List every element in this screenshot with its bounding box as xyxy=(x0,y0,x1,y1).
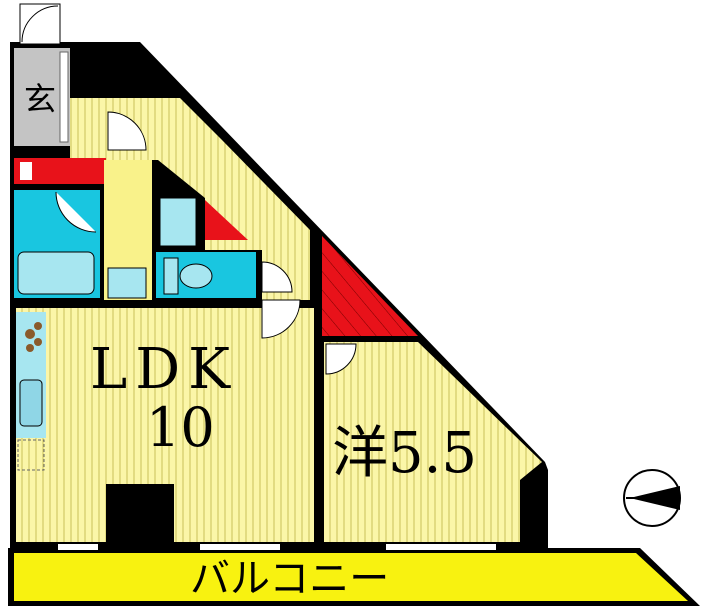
wash-area xyxy=(14,190,100,298)
kitchen xyxy=(16,312,46,471)
windows xyxy=(58,544,496,550)
western-room-label: 洋5.5 xyxy=(332,421,477,486)
balcony xyxy=(8,548,700,606)
western-room-floor xyxy=(324,342,542,542)
cupboard xyxy=(159,197,197,247)
entrance: 玄 xyxy=(14,3,70,146)
toilet xyxy=(156,252,256,298)
door-swings xyxy=(107,111,357,375)
storage-small xyxy=(205,200,248,240)
entrance-label: 玄 xyxy=(24,80,56,118)
ldk-size-label: 10 xyxy=(146,396,215,459)
balcony-label: バルコニー xyxy=(190,556,389,602)
storage-closet xyxy=(322,236,418,336)
ldk-label: LDK xyxy=(90,337,238,402)
washer-pan xyxy=(107,267,147,299)
north-arrow-icon xyxy=(623,469,681,527)
pillar xyxy=(106,484,174,544)
